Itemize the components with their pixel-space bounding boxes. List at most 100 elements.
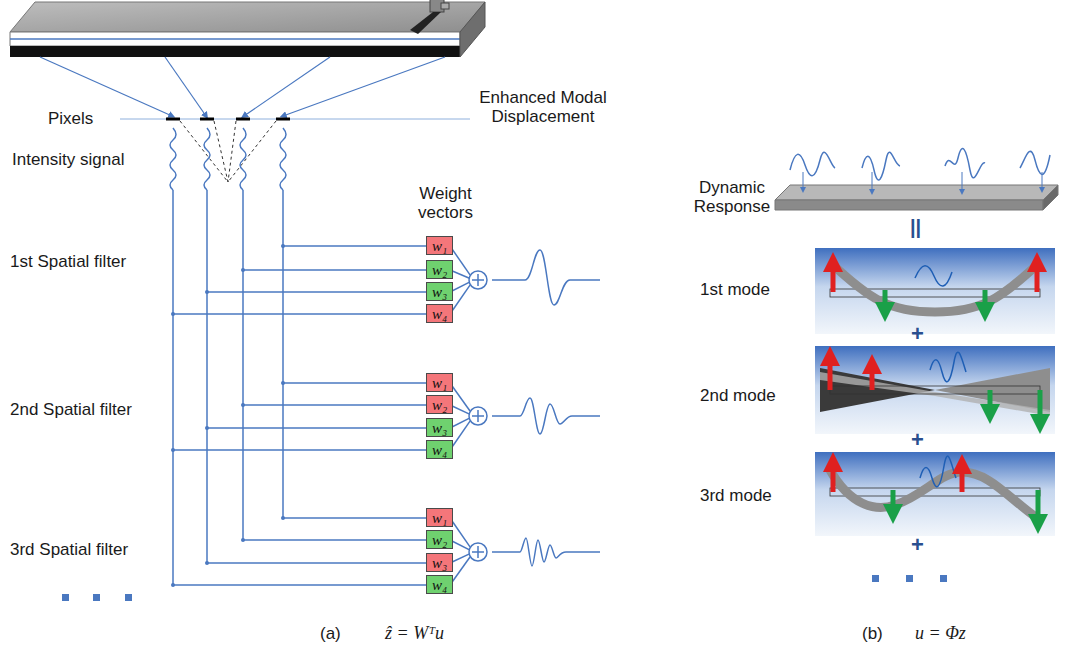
summing-junction xyxy=(469,407,487,425)
weight-box: w₂ xyxy=(426,530,453,549)
drawing-part xyxy=(790,152,835,175)
summing-junction xyxy=(469,543,487,561)
drawing-part xyxy=(441,3,449,9)
drawing-part xyxy=(815,248,1055,334)
drawing-part xyxy=(930,352,966,382)
drawing-part xyxy=(831,262,836,292)
junction-dot xyxy=(171,448,175,452)
drawing-part xyxy=(120,119,470,120)
weight-symbol: w₄ xyxy=(432,442,447,458)
weights-label: Weight vectors xyxy=(398,184,493,222)
summing-plus xyxy=(477,410,479,422)
drawing-part xyxy=(775,185,1058,200)
wire-stroke xyxy=(173,313,426,315)
modal-displacement-signal xyxy=(492,398,600,434)
weight-symbol: w₁ xyxy=(432,510,447,526)
equality-sign: || xyxy=(910,218,921,237)
weight-symbol: w₂ xyxy=(432,397,447,413)
junction-dot xyxy=(281,516,285,520)
modal-displacement-signal xyxy=(492,250,600,305)
junction-dot xyxy=(171,312,175,316)
modal-displacement-signal xyxy=(492,538,600,566)
junction-dot xyxy=(241,403,245,407)
equation: ẑ = Wᵀu xyxy=(385,624,444,643)
drawing-part xyxy=(180,121,228,182)
wire-stroke xyxy=(243,269,426,271)
drawing-part xyxy=(920,456,956,487)
junction-dot xyxy=(205,561,209,565)
weight-symbol: w₂ xyxy=(432,262,447,278)
filter-wires xyxy=(171,244,600,587)
drawing-part xyxy=(870,364,875,390)
junction-dot xyxy=(281,244,285,248)
drawing-part xyxy=(1020,151,1050,174)
drawing-part xyxy=(276,118,290,121)
drawing-part xyxy=(803,172,804,190)
weight-box: w₁ xyxy=(426,508,453,527)
drawing-part xyxy=(820,372,1050,416)
mode-label: 2nd mode xyxy=(700,386,776,405)
drawing-part xyxy=(62,594,69,601)
mode-label: 1st mode xyxy=(700,280,770,299)
weight-symbol: w₃ xyxy=(432,555,447,571)
signal-wires xyxy=(170,128,286,585)
drawing-part xyxy=(236,118,250,121)
drawing-part xyxy=(830,470,1040,520)
weight-symbol: w₃ xyxy=(432,284,447,300)
drawing-part xyxy=(891,490,896,514)
summing-plus xyxy=(477,274,479,286)
junction-dot xyxy=(205,290,209,294)
intensity-signal xyxy=(204,128,210,190)
filter-label: 2nd Spatial filter xyxy=(10,400,132,419)
wire-stroke xyxy=(283,517,426,519)
drawing-part xyxy=(945,149,985,178)
continuation-dots xyxy=(62,575,947,601)
test-slab xyxy=(10,2,485,57)
drawing-part xyxy=(872,575,879,582)
weight-box: w₂ xyxy=(426,260,453,279)
drawing-part xyxy=(862,152,900,180)
pixel-label: Pixels xyxy=(48,109,93,128)
intensity-signal xyxy=(240,128,246,190)
wire-stroke xyxy=(207,427,426,429)
response-signals xyxy=(790,149,1050,192)
drawing-part xyxy=(906,575,913,582)
weight-box: w₁ xyxy=(426,373,453,392)
drawing-part xyxy=(775,200,1043,210)
drawing-part xyxy=(410,12,441,34)
weight-box: w₂ xyxy=(426,395,453,414)
response-label: Dynamic Response xyxy=(682,178,782,216)
summing-junction xyxy=(469,271,487,289)
drawing-part xyxy=(915,266,952,286)
drawing-part xyxy=(1036,490,1041,524)
drawing-part xyxy=(983,290,988,312)
drawing-part xyxy=(988,390,993,414)
drawing-part xyxy=(1035,262,1040,292)
mode-2-panel xyxy=(815,346,1055,434)
subfigure-label: (a) xyxy=(320,624,341,643)
output-label: Enhanced Modal Displacement xyxy=(478,88,608,126)
drawing-part xyxy=(830,386,1040,394)
filter-label: 3rd Spatial filter xyxy=(10,540,128,559)
intensity-signal xyxy=(170,128,176,190)
wire-stroke xyxy=(173,584,426,586)
weight-box: w₁ xyxy=(426,236,453,255)
mode-3-panel xyxy=(815,452,1055,536)
junction-dot xyxy=(171,583,175,587)
drawing-part xyxy=(283,57,445,116)
wire-stroke xyxy=(283,245,426,247)
wire-stroke xyxy=(282,190,284,518)
drawing-part xyxy=(200,118,214,121)
drawing-part xyxy=(815,346,1055,434)
wire-stroke xyxy=(207,291,426,293)
mode-label: 3rd mode xyxy=(700,486,772,505)
mode-1-panel xyxy=(815,248,1055,334)
hammer xyxy=(410,0,449,34)
drawing-part xyxy=(830,262,1040,312)
weight-symbol: w₄ xyxy=(432,577,447,593)
weight-box: w₄ xyxy=(426,575,453,594)
wire-stroke xyxy=(206,190,208,563)
drawing-part xyxy=(10,32,460,46)
weight-symbol: w₁ xyxy=(432,375,447,391)
pixel-row xyxy=(120,119,470,120)
